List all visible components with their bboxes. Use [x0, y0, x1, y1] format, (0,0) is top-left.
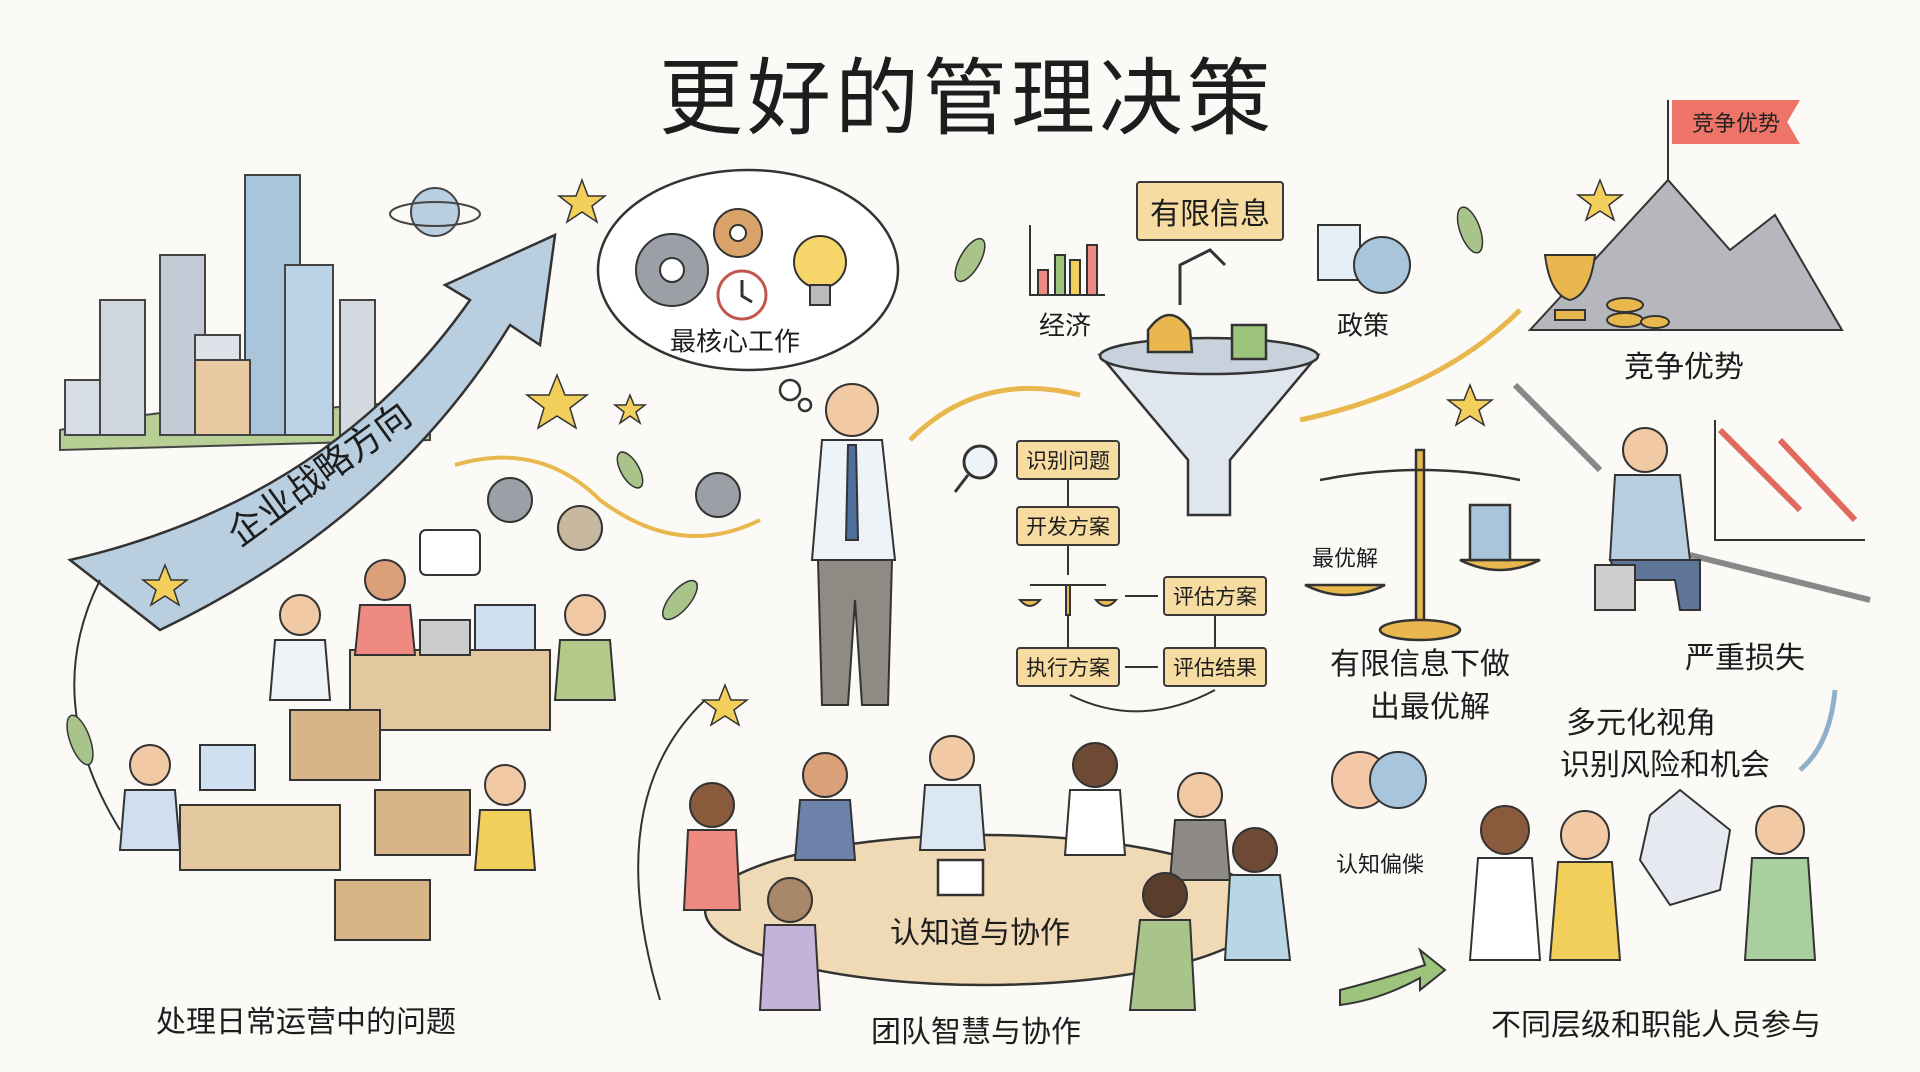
curve-arrow: [1798, 689, 1838, 772]
process-connectors: [1067, 478, 1216, 713]
green-arrow: [1339, 947, 1447, 1007]
step-evaluate-results: 评估结果: [1163, 647, 1267, 687]
office-workers: [118, 559, 617, 941]
competitive-advantage-caption: 竞争优势: [1624, 350, 1744, 385]
declining-chart-icon: [1714, 420, 1865, 541]
city-skyline: [59, 174, 431, 452]
flow-arrow: [908, 385, 1081, 442]
cognitive-bias-label: 认知偏偨: [1335, 853, 1425, 878]
policy-label: 政策: [1336, 311, 1390, 342]
dejected-person: [1594, 427, 1701, 611]
operations-caption: 处理日常运营中的问题: [156, 1005, 456, 1040]
thought-cloud-label: 最核心工作: [669, 327, 801, 358]
step-identify-problem: 识别问题: [1016, 440, 1120, 480]
table-label: 认知道与协作: [890, 916, 1070, 951]
robot-arm-icon: [1178, 248, 1227, 305]
thinking-manager: [810, 383, 897, 706]
lightbulb-icon: [793, 235, 847, 306]
mountain: [1527, 100, 1844, 331]
optimal-solution-label: 最优解: [1311, 547, 1379, 572]
gear-icon: [713, 208, 763, 258]
small-balance-icon: [1017, 584, 1119, 616]
balance-caption-line2: 出最优解: [1370, 690, 1490, 725]
brain-heads-icon: [1331, 751, 1427, 809]
team-caption: 团队智慧与协作: [871, 1015, 1081, 1050]
strategy-arrow: [67, 232, 557, 632]
participation-caption: 不同层级和职能人员参与: [1491, 1008, 1821, 1043]
diverse-participants: [1468, 788, 1817, 961]
limited-info-header: 有限信息: [1136, 181, 1284, 241]
flow-arrow: [1299, 308, 1522, 423]
gear-icon: [635, 233, 709, 307]
balance-caption-line1: 有限信息下做: [1330, 647, 1510, 682]
funnel: [1097, 313, 1321, 517]
step-execute-plan: 执行方案: [1016, 647, 1120, 687]
curve-line: [73, 579, 121, 831]
trophy-icon: [1543, 254, 1597, 321]
page-title: 更好的管理决策: [658, 49, 1276, 148]
gear-icon: [487, 472, 741, 551]
thought-cloud: [596, 168, 900, 413]
serious-loss-caption: 严重损失: [1685, 641, 1805, 676]
meeting-table: [703, 833, 1267, 987]
economy-label: 经济: [1038, 311, 1092, 342]
perspective-line1: 多元化视角: [1566, 706, 1716, 741]
chat-bubble-icon: [419, 529, 481, 576]
economy-chart-icon: [1029, 225, 1105, 296]
planet-icon: [389, 187, 481, 237]
star-icons: [140, 177, 1625, 727]
policy-globe-icon: [1317, 224, 1411, 294]
perspective-line2: 识别风险和机会: [1560, 748, 1770, 783]
competitive-advantage-flag: 竞争优势: [1672, 100, 1800, 144]
step-evaluate-options: 评估方案: [1163, 576, 1267, 616]
chain-icon: [1512, 382, 1871, 603]
leaf-sprigs: [66, 206, 1484, 766]
team-members: [682, 735, 1292, 1011]
curve-line: [637, 699, 706, 1001]
coins-icon: [1606, 297, 1670, 329]
magnifier-icon: [953, 444, 998, 493]
balance-scale: [1304, 448, 1541, 642]
decorative-wave: [454, 455, 761, 538]
step-develop-options: 开发方案: [1016, 506, 1120, 546]
clock-icon: [716, 269, 768, 321]
